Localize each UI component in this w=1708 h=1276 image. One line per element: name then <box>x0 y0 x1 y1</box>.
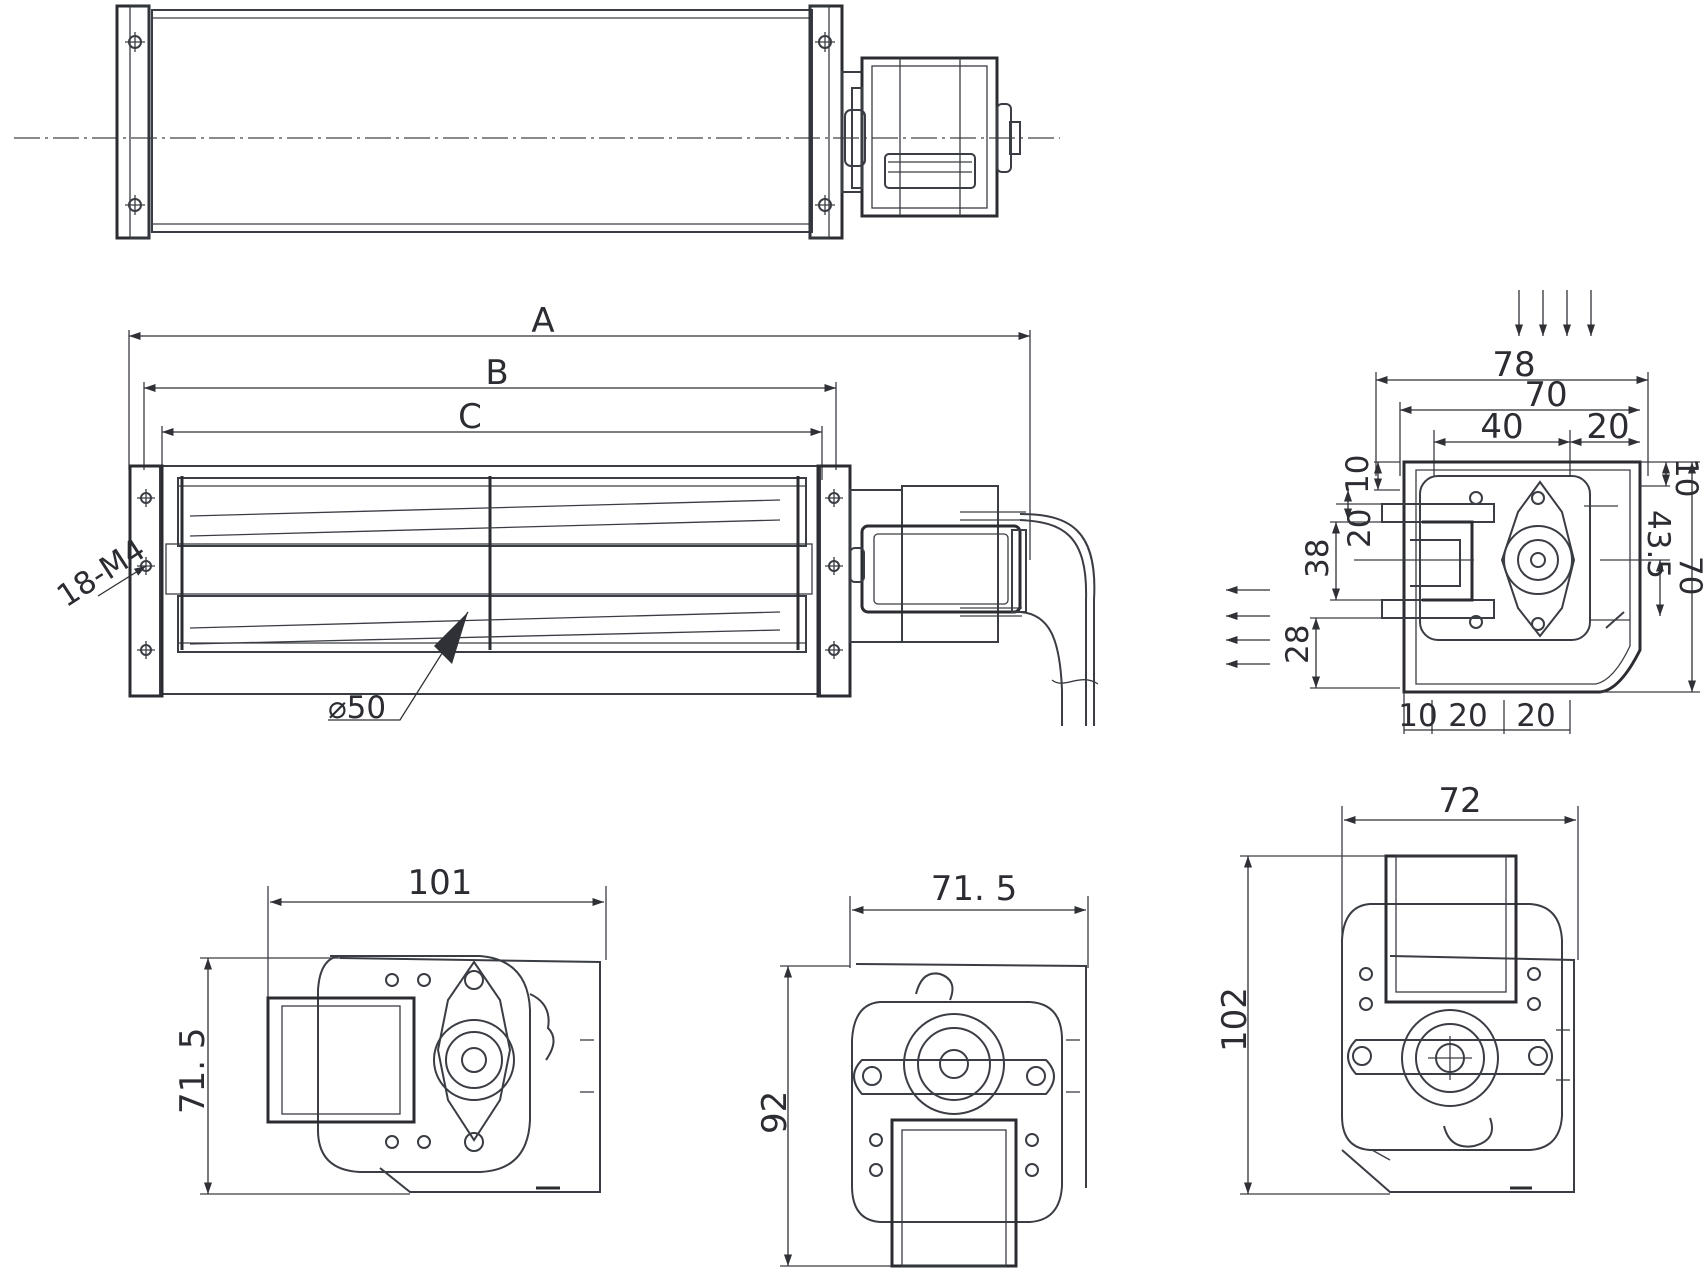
airflow-left-arrows <box>1226 585 1270 669</box>
dim-28: 28 <box>1280 625 1316 664</box>
dim-72: 72 <box>1438 781 1481 821</box>
motor-view-right: 72 102 <box>1215 781 1579 1195</box>
dim-10-bottom: 10 <box>1398 698 1437 734</box>
dim-71-5-left: 71. 5 <box>173 1027 213 1114</box>
dim-92: 92 <box>755 1091 795 1134</box>
dim-101: 101 <box>408 863 473 903</box>
dim-a-label: A <box>531 301 554 341</box>
dim-20-top: 20 <box>1586 407 1629 447</box>
dim-70-right: 70 <box>1672 556 1708 595</box>
dim-71-5-mid: 71. 5 <box>931 869 1018 909</box>
dim-78: 78 <box>1492 345 1535 385</box>
dim-38: 38 <box>1300 539 1336 578</box>
airflow-down-arrows <box>1514 290 1596 336</box>
dim-70: 70 <box>1524 375 1567 415</box>
dim-102: 102 <box>1215 987 1255 1052</box>
dim-b-label: B <box>485 353 508 393</box>
impeller <box>165 476 813 653</box>
front-view: A B C <box>51 301 1099 726</box>
top-view <box>14 4 1060 240</box>
dim-40: 40 <box>1480 407 1523 447</box>
dim-20-bottom-b: 20 <box>1516 698 1555 734</box>
motor <box>841 56 1021 218</box>
motor-view-left: 101 71. 5 <box>173 863 607 1195</box>
dim-c-label: C <box>458 397 482 437</box>
dim-43-5: 43.5 <box>1640 510 1676 579</box>
holes-label: 18-M4 <box>51 532 152 615</box>
dim-10-right: 10 <box>1668 458 1704 497</box>
leader-arrow-icon <box>434 612 468 664</box>
side-view: 78 70 40 20 <box>1226 290 1708 734</box>
motor-view-middle: 71. 5 92 <box>755 869 1089 1268</box>
lead-wires <box>1019 513 1099 726</box>
dim-20-left: 20 <box>1342 509 1378 548</box>
dim-20-bottom-a: 20 <box>1448 698 1487 734</box>
screw-icon <box>137 489 843 659</box>
screw-icon <box>125 32 835 215</box>
dim-10-left: 10 <box>1340 455 1376 494</box>
motor <box>849 485 1027 643</box>
